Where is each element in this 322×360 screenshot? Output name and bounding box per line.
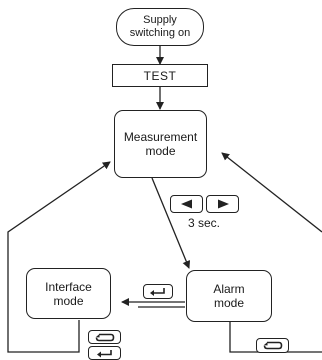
node-test: TEST — [112, 64, 208, 87]
key-enter-button-interface — [88, 346, 121, 360]
node-supply-switching-on: Supply switching on — [116, 8, 204, 46]
node-measurement-mode: Measurement mode — [114, 110, 207, 178]
key-left-button — [170, 195, 203, 213]
triangle-left-icon — [180, 199, 192, 209]
arrow-interface-to-measurement — [7, 161, 111, 353]
node-alarm-mode: Alarm mode — [186, 270, 272, 322]
key-escape-button-interface — [88, 330, 121, 344]
enter-arrow-icon — [150, 287, 165, 296]
arrow-alarm-to-measurement — [229, 322, 322, 353]
key-escape-button-alarm — [256, 338, 289, 353]
hold-duration-label: 3 sec. — [188, 216, 221, 230]
key-right-button — [206, 195, 239, 213]
loop-arrow-icon — [95, 333, 114, 341]
arrow-right-edge-to-measurement — [221, 152, 322, 233]
enter-arrow-icon — [96, 349, 112, 357]
loop-arrow-icon — [263, 341, 282, 350]
key-enter-button — [143, 284, 173, 299]
triangle-right-icon — [217, 199, 229, 209]
arrow-measurement-to-alarm — [151, 177, 191, 269]
node-interface-mode: Interface mode — [26, 268, 111, 319]
